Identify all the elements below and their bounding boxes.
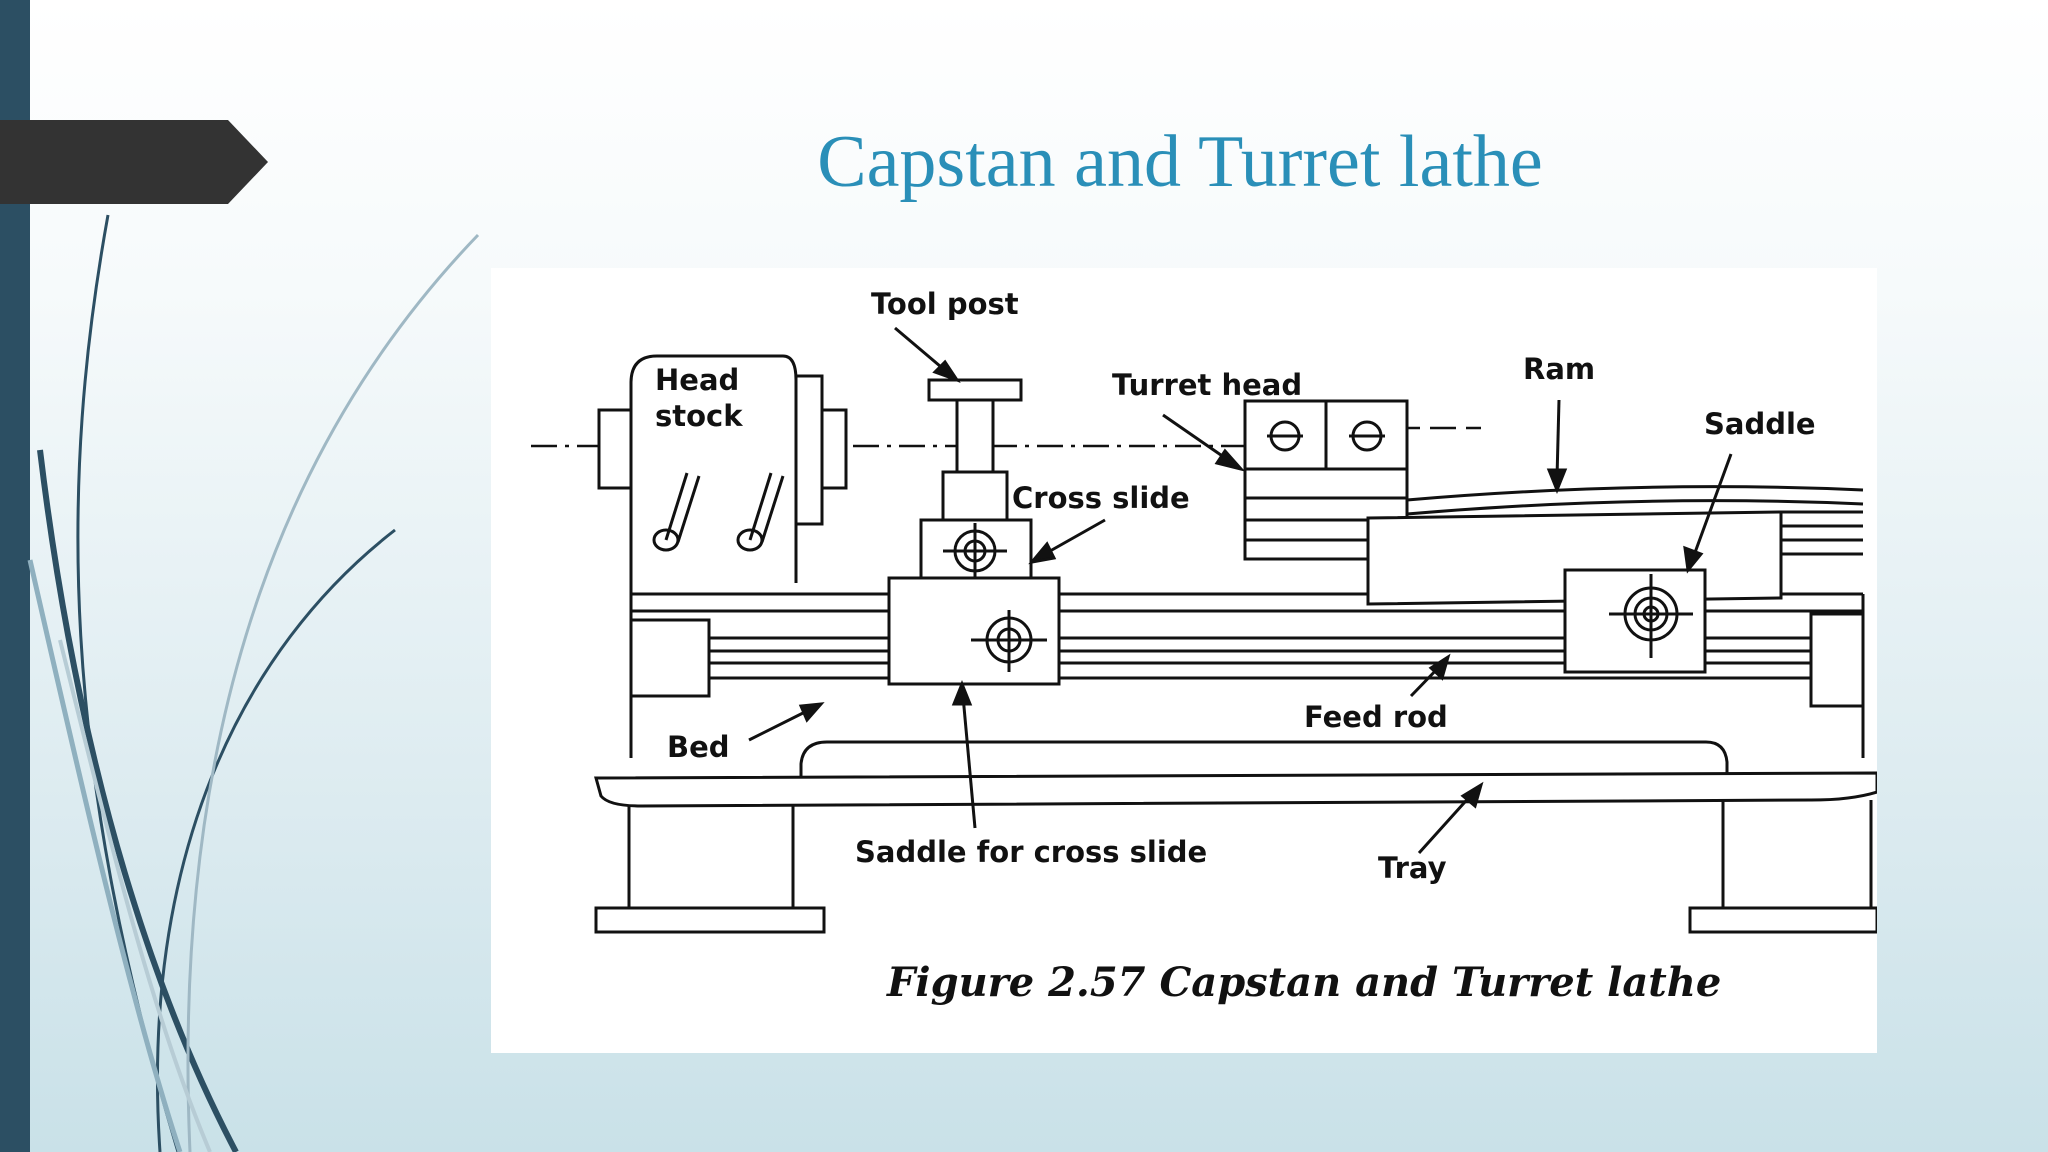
label-feed-rod: Feed rod [1304, 700, 1448, 734]
title-tab-arrow [0, 120, 268, 204]
label-cross-slide: Cross slide [1012, 481, 1190, 515]
slide-title: Capstan and Turret lathe [817, 121, 1543, 203]
label-saddle: Saddle [1704, 407, 1816, 441]
decorative-swooshes [27, 214, 480, 1152]
label-tool-post: Tool post [871, 287, 1019, 321]
lathe-diagram: Tool post Head stock Turret head Ram Sad… [491, 268, 1877, 1053]
label-head-stock-2: stock [655, 399, 743, 433]
label-bed: Bed [667, 730, 730, 764]
label-saddle-for-cross-slide: Saddle for cross slide [855, 835, 1207, 869]
lathe-drawing: Tool post Head stock Turret head Ram Sad… [531, 287, 1877, 1006]
figure-caption: Figure 2.57 Capstan and Turret lathe [886, 959, 1721, 1006]
label-ram: Ram [1523, 352, 1595, 386]
label-head-stock-1: Head [655, 363, 739, 397]
label-turret-head: Turret head [1112, 368, 1302, 402]
label-tray: Tray [1378, 851, 1447, 885]
